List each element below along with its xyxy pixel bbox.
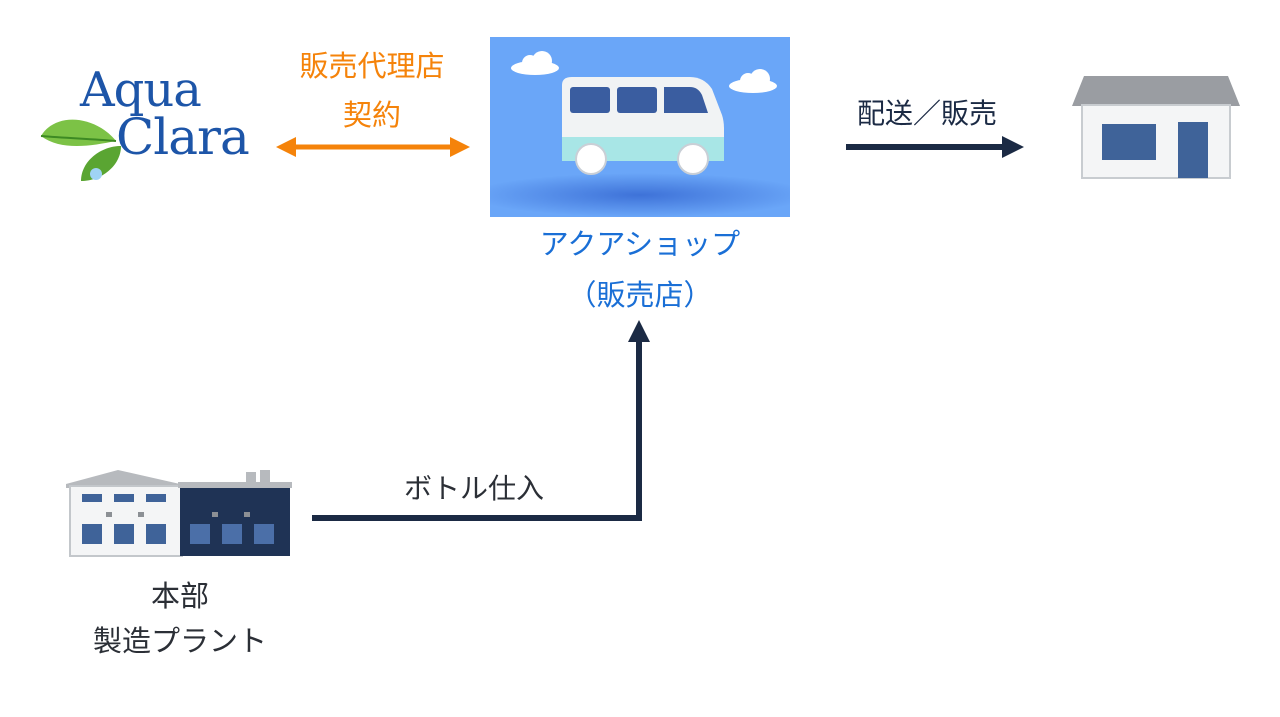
supply-label: ボトル仕入 — [403, 472, 544, 505]
delivery-label: 配送／販売 — [856, 97, 997, 130]
plant-label: 本部 製造プラント — [60, 582, 300, 656]
contract-label-line1: 販売代理店 — [299, 49, 445, 83]
store-icon — [1072, 76, 1240, 179]
contract-label: 販売代理店 契約 — [272, 52, 472, 130]
logo-text-clara: Clara — [116, 108, 250, 166]
delivery-arrow — [846, 136, 1024, 158]
shop-label-line2: （販売店） — [567, 278, 713, 312]
logo-text-aqua: Aqua — [80, 62, 202, 118]
contract-double-arrow — [276, 137, 470, 157]
shop-label-line1: アクアショップ — [539, 227, 741, 261]
factory-icon — [66, 470, 292, 557]
bus-icon — [490, 37, 790, 217]
plant-label-line1: 本部 — [150, 579, 209, 613]
shop-label: アクアショップ （販売店） — [490, 230, 790, 310]
leaf-icon — [40, 119, 121, 181]
plant-label-line2: 製造プラント — [92, 624, 267, 658]
contract-label-line2: 契約 — [342, 98, 401, 132]
aqua-clara-logo: Aqua Clara — [36, 66, 266, 186]
supply-arrow — [312, 320, 650, 521]
